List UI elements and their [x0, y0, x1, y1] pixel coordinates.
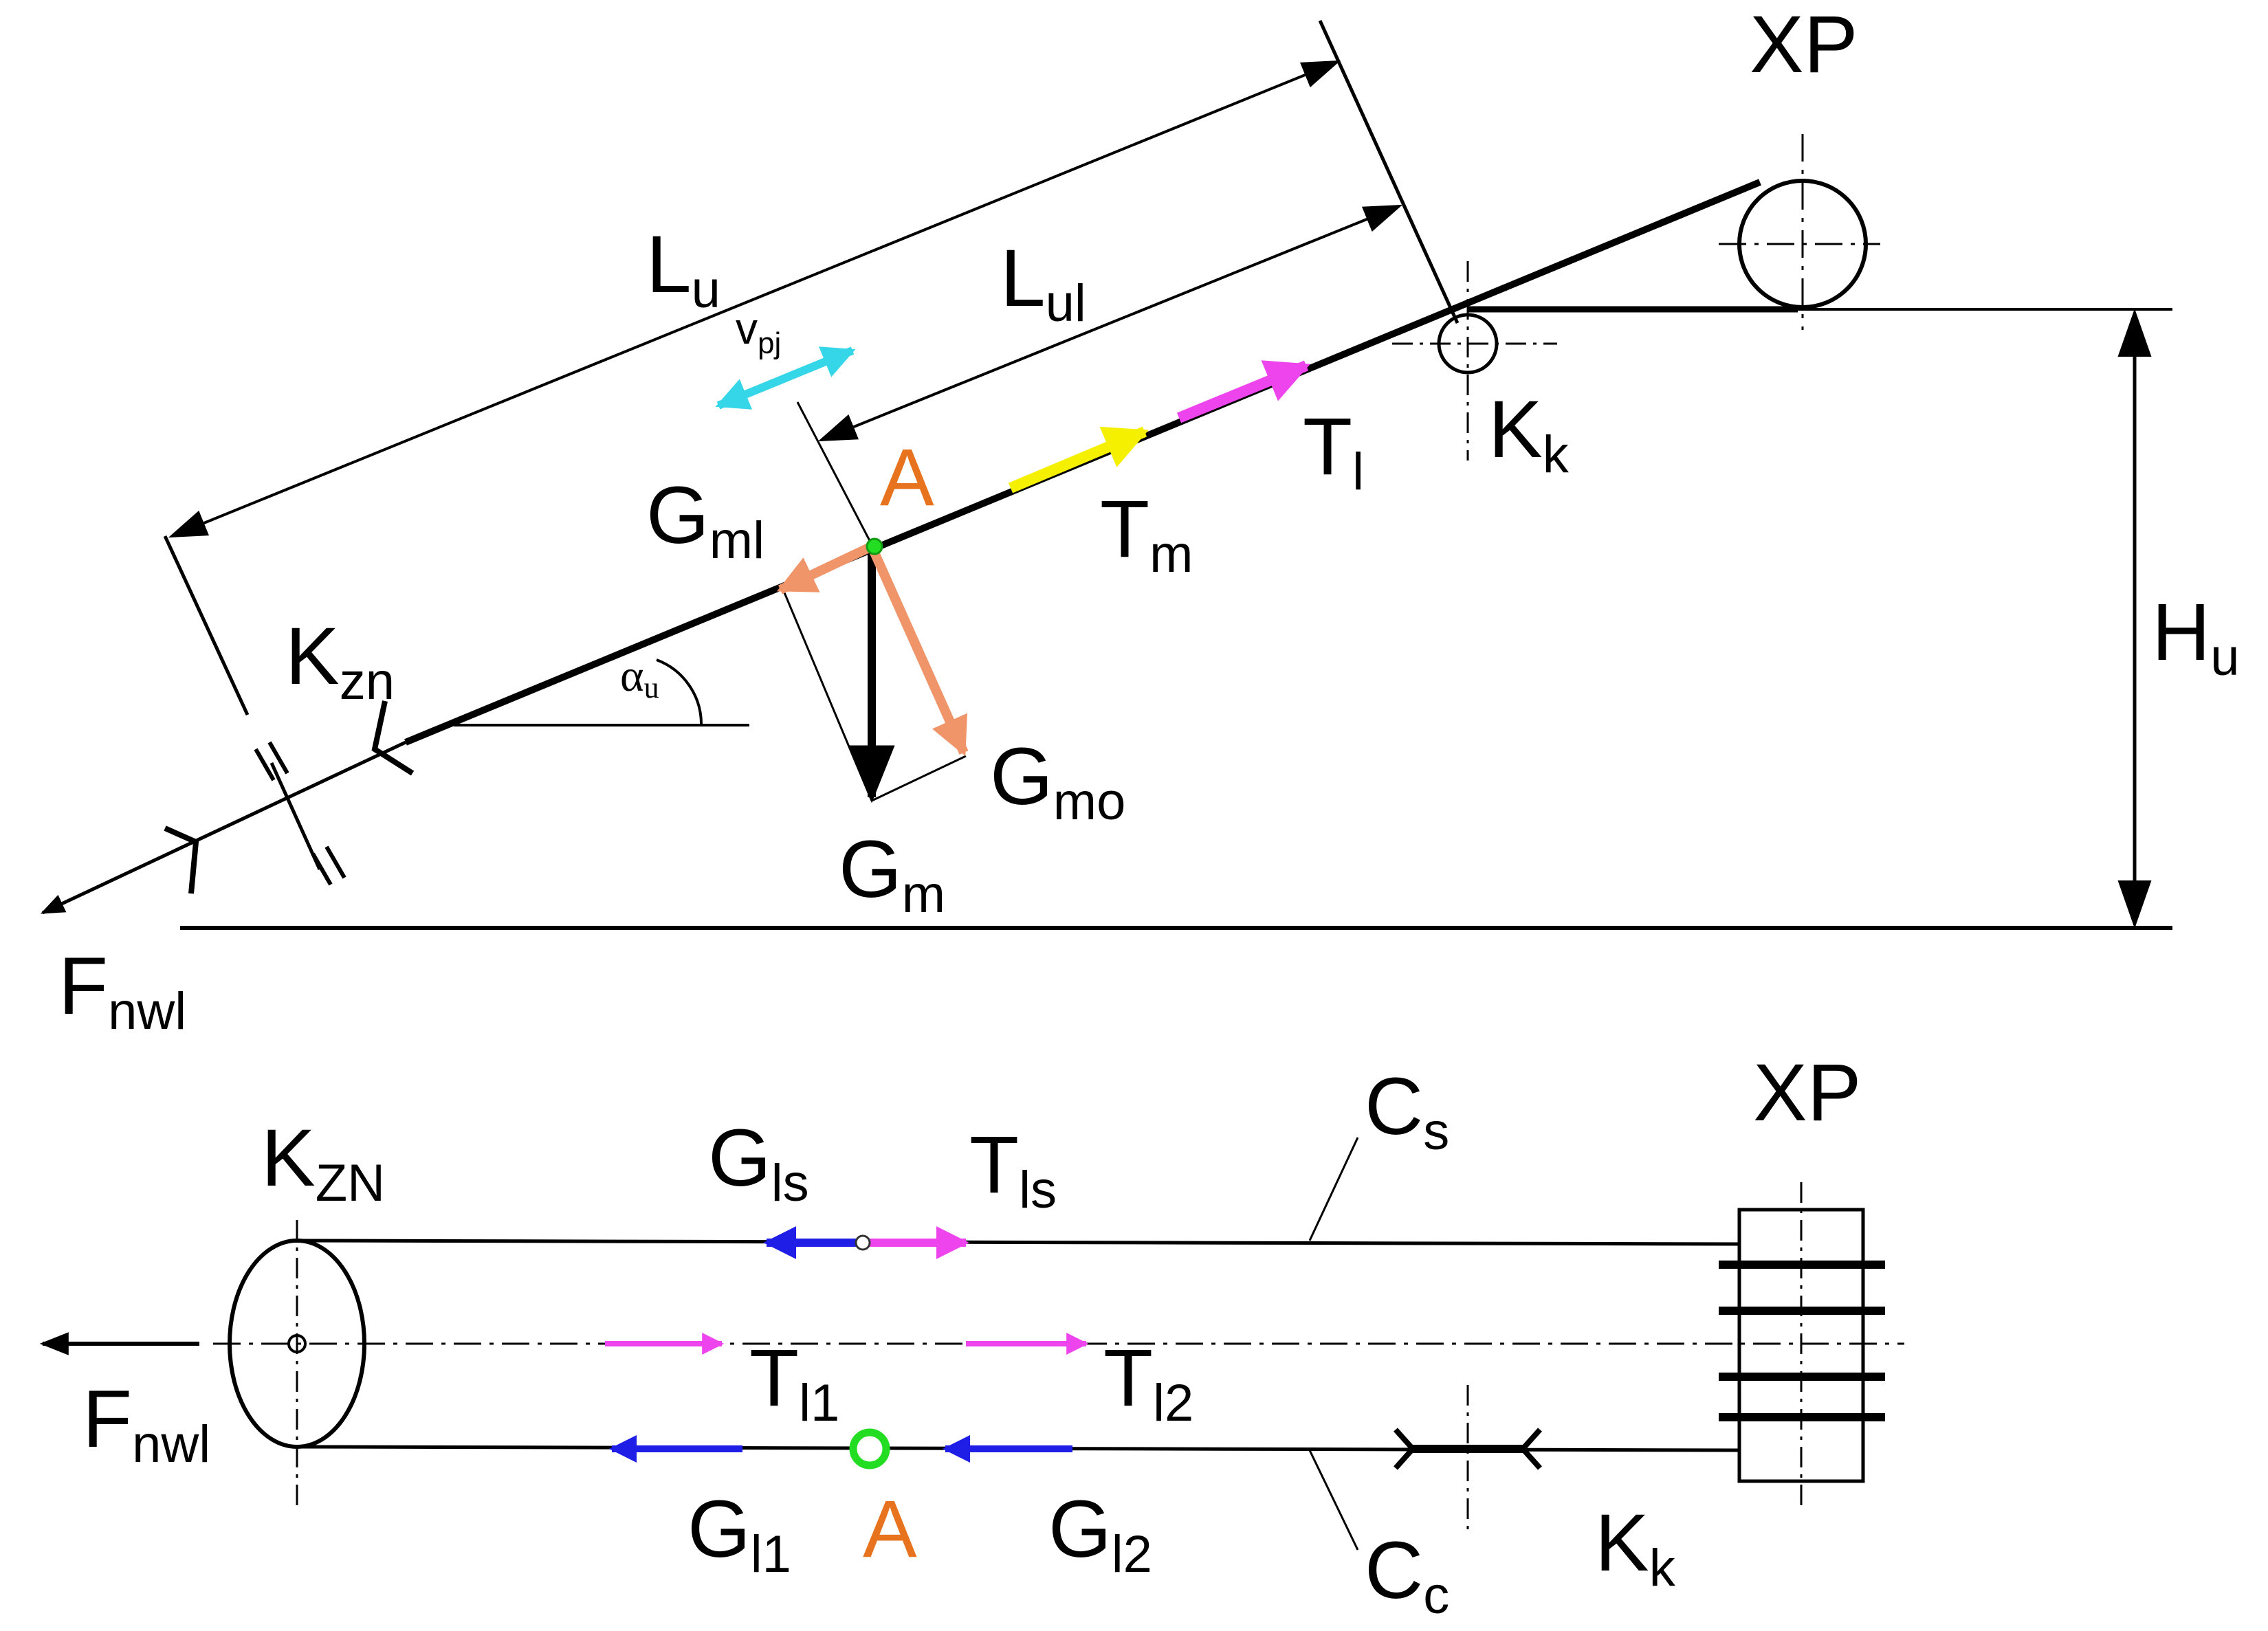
- top-view: KZN Gls Tls Cs XP Tl1 Tl2 Fnwl Gl1 A Gl2…: [39, 1047, 1904, 1625]
- point-a-top-marker: [849, 1428, 890, 1469]
- kzn-coupling-lower: [164, 825, 199, 894]
- label-xp: XP: [1750, 0, 1858, 90]
- label-tm: Tm: [1100, 484, 1193, 584]
- rope-upper-cs: [296, 1239, 1740, 1246]
- label-lu: Lu: [646, 219, 720, 319]
- label-alpha-u: αu: [620, 651, 659, 704]
- label-tl: Tl: [1303, 401, 1364, 501]
- label-lul: Lul: [1000, 233, 1086, 333]
- gmo-projection-line: [871, 755, 967, 802]
- label-tls: Tls: [969, 1120, 1057, 1219]
- vpj-arrow: [715, 346, 856, 410]
- label-cc: Cc: [1365, 1525, 1449, 1625]
- label-kk: Kk: [1488, 384, 1570, 484]
- label-xp-top: XP: [1753, 1047, 1861, 1138]
- kk-coupling-left-mark: [1394, 1428, 1417, 1470]
- gmo-arrow: [867, 544, 969, 757]
- kk-coupling-right-mark: [1519, 1428, 1542, 1470]
- label-kzn: Kzn: [285, 611, 395, 711]
- tl-arrow: [1176, 360, 1310, 423]
- label-fnwl-side: Fnwl: [58, 941, 186, 1041]
- tm-arrow: [1008, 426, 1149, 493]
- point-a-marker: [866, 537, 883, 555]
- label-tl1: Tl1: [749, 1333, 839, 1432]
- label-kk-top: Kk: [1595, 1498, 1676, 1597]
- kzn-break-marks: [254, 741, 346, 886]
- cs-leader-line: [1308, 1137, 1359, 1241]
- label-gls: Gls: [708, 1113, 809, 1212]
- gml-arrow: [776, 542, 874, 595]
- label-gml: Gml: [646, 470, 764, 570]
- xp-drum-bars: [1719, 1261, 1885, 1421]
- label-gl2: Gl2: [1048, 1484, 1152, 1584]
- label-hu: Hu: [2152, 587, 2240, 687]
- lu-extension-line-right: [1318, 19, 1460, 324]
- lul-dimension-arrow: [817, 204, 1403, 442]
- label-gl1: Gl1: [687, 1484, 791, 1584]
- label-point-a: A: [880, 432, 934, 523]
- angle-arc: [656, 658, 703, 726]
- lu-dimension-arrow: [168, 60, 1341, 538]
- label-kzn-top: KZN: [261, 1113, 385, 1212]
- gml-projection-line: [782, 590, 873, 801]
- label-gmo: Gmo: [990, 731, 1125, 831]
- label-cs: Cs: [1365, 1061, 1449, 1161]
- label-point-a-top: A: [863, 1484, 917, 1575]
- label-fnwl-top: Fnwl: [82, 1374, 210, 1474]
- kzn-coupling-upper: [371, 700, 415, 776]
- gls-point: [855, 1234, 871, 1251]
- side-view: Lu Lul vpj A Gml Tm Tl Kk XP Kzn αu Gmo …: [40, 0, 2240, 1041]
- cc-leader-line: [1308, 1450, 1359, 1551]
- label-gm: Gm: [839, 824, 945, 924]
- label-tl2: Tl2: [1103, 1333, 1193, 1432]
- lu-extension-line-left: [163, 535, 250, 716]
- kzn-connector-line: [40, 740, 407, 915]
- label-vpj: vpj: [736, 304, 781, 360]
